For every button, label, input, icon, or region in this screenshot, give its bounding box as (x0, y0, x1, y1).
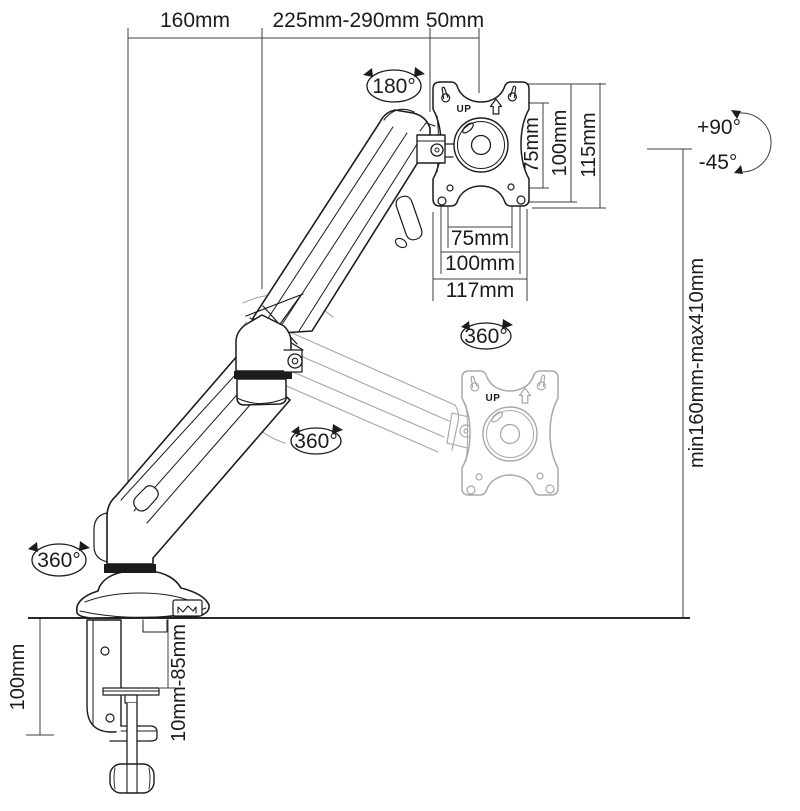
dimension-labels: 160mm 225mm-290mm 50mm 75mm 100mm 115mm … (7, 9, 741, 742)
upper-arm (252, 108, 431, 335)
clamp-pad-stem (124, 694, 138, 704)
vesa-vertical-dim-ticks (515, 83, 606, 209)
rotation-badges: 180° 360° 360° 360° (28, 67, 513, 577)
rotation-arrow-icon (291, 426, 300, 435)
head-tilt-joint (416, 122, 454, 164)
dim-label-desk-thickness: 10mm-85mm (168, 624, 190, 742)
dim-label-vesa-h117: 117mm (446, 279, 514, 302)
elbow-band (234, 371, 292, 379)
dim-label-50mm: 50mm (426, 9, 484, 32)
base-pedestal (75, 564, 210, 619)
vesa-up-marking-ghost: UP (486, 393, 501, 404)
elbow-joint (234, 314, 303, 406)
cable-clip (172, 599, 203, 617)
lower-arm-slot (133, 485, 159, 512)
dim-label-tilt-up: +90° (697, 116, 741, 139)
upper-arm-detail (394, 237, 408, 249)
tilt-screw-center (434, 147, 440, 153)
clamp-hole-upper (100, 646, 110, 656)
base-collar-band (104, 564, 156, 573)
vesa-plate-ghost: UP (461, 370, 559, 496)
dim-label-vesa-h75: 75mm (451, 227, 509, 250)
rotation-arrow-icon (332, 424, 343, 434)
lower-arm (93, 354, 291, 565)
dim-label-vesa-v115: 115mm (578, 112, 600, 177)
rotation-label-180: 180° (372, 75, 415, 98)
rotation-arrow-icon (28, 542, 38, 552)
clamp-screw-rod (126, 702, 138, 766)
dim-label-vesa-v100: 100mm (549, 110, 571, 177)
clamp-hole-lower (105, 713, 115, 723)
vesa-plate-main: UP (432, 81, 530, 207)
rotation-badge-360-base: 360° (28, 541, 90, 577)
clamp-pad (102, 687, 160, 696)
dim-label-tilt-down: -45° (699, 151, 738, 174)
rotation-arrow-icon (79, 541, 90, 551)
tilt-screw (430, 143, 444, 157)
desk-thickness-dim (160, 619, 176, 689)
ghost-arm-lines (274, 332, 456, 453)
ghost-clevis-screw-center (463, 428, 469, 434)
main-arm-drawing: UP (75, 81, 530, 794)
rotation-arrow-icon (502, 319, 513, 329)
rotation-label-360-base: 360° (37, 549, 80, 572)
clamp-knob (109, 763, 155, 794)
rotation-badge-180: 180° (363, 67, 425, 103)
vesa-vertical-dim-lines (542, 83, 601, 208)
elbow-pivot (287, 353, 303, 369)
top-dimension-ticks (127, 28, 480, 511)
cable-clip-detail (177, 605, 197, 614)
dim-label-160mm: 160mm (160, 9, 230, 32)
rotation-badge-360-arm: 360° (290, 424, 343, 455)
dim-label-vesa-v75: 75mm (521, 117, 543, 173)
elbow-pivot-center (291, 357, 299, 365)
rotation-arrow-icon (414, 67, 425, 77)
dim-label-clamp-height: 100mm (7, 644, 29, 711)
dim-label-225-290mm: 225mm-290mm (272, 9, 419, 32)
vesa-horizontal-dim-117 (432, 209, 528, 301)
tilt-arrow-down (734, 165, 743, 174)
rotation-arrow-icon (363, 68, 373, 77)
dim-label-vesa-h100: 100mm (445, 252, 515, 275)
rotation-badge-360-vesa: 360° (460, 319, 513, 350)
rotation-arrow-icon (461, 321, 470, 330)
upper-arm-slot (395, 195, 423, 241)
rotation-label-360-vesa: 360° (464, 325, 507, 348)
dim-label-height-range: min160mm-max410mm (686, 258, 708, 468)
rotation-label-360-arm: 360° (294, 430, 337, 453)
desk-clamp (86, 619, 168, 794)
tilt-arc (739, 112, 772, 173)
clamp-height-dim (26, 619, 54, 736)
vesa-up-marking-main: UP (457, 104, 472, 115)
tilt-arrow-up (731, 110, 741, 119)
vesa-horizontal-dim-100 (440, 205, 521, 274)
clamp-back-plate (86, 619, 122, 733)
